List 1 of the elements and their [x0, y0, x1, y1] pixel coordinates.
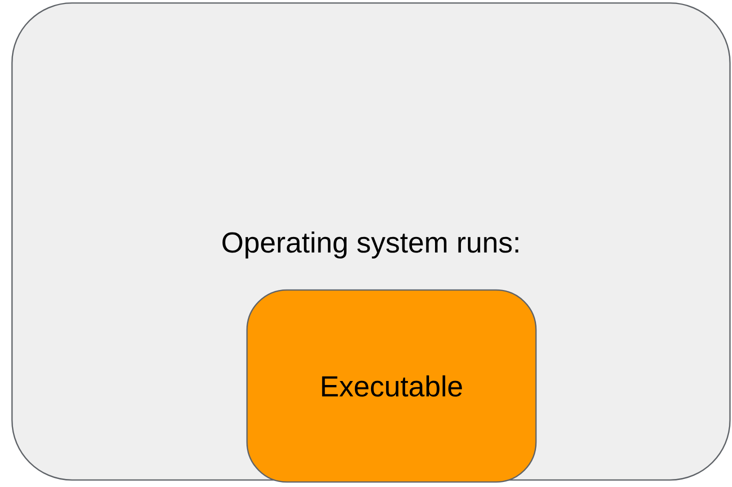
process-box: Executable [246, 289, 537, 483]
